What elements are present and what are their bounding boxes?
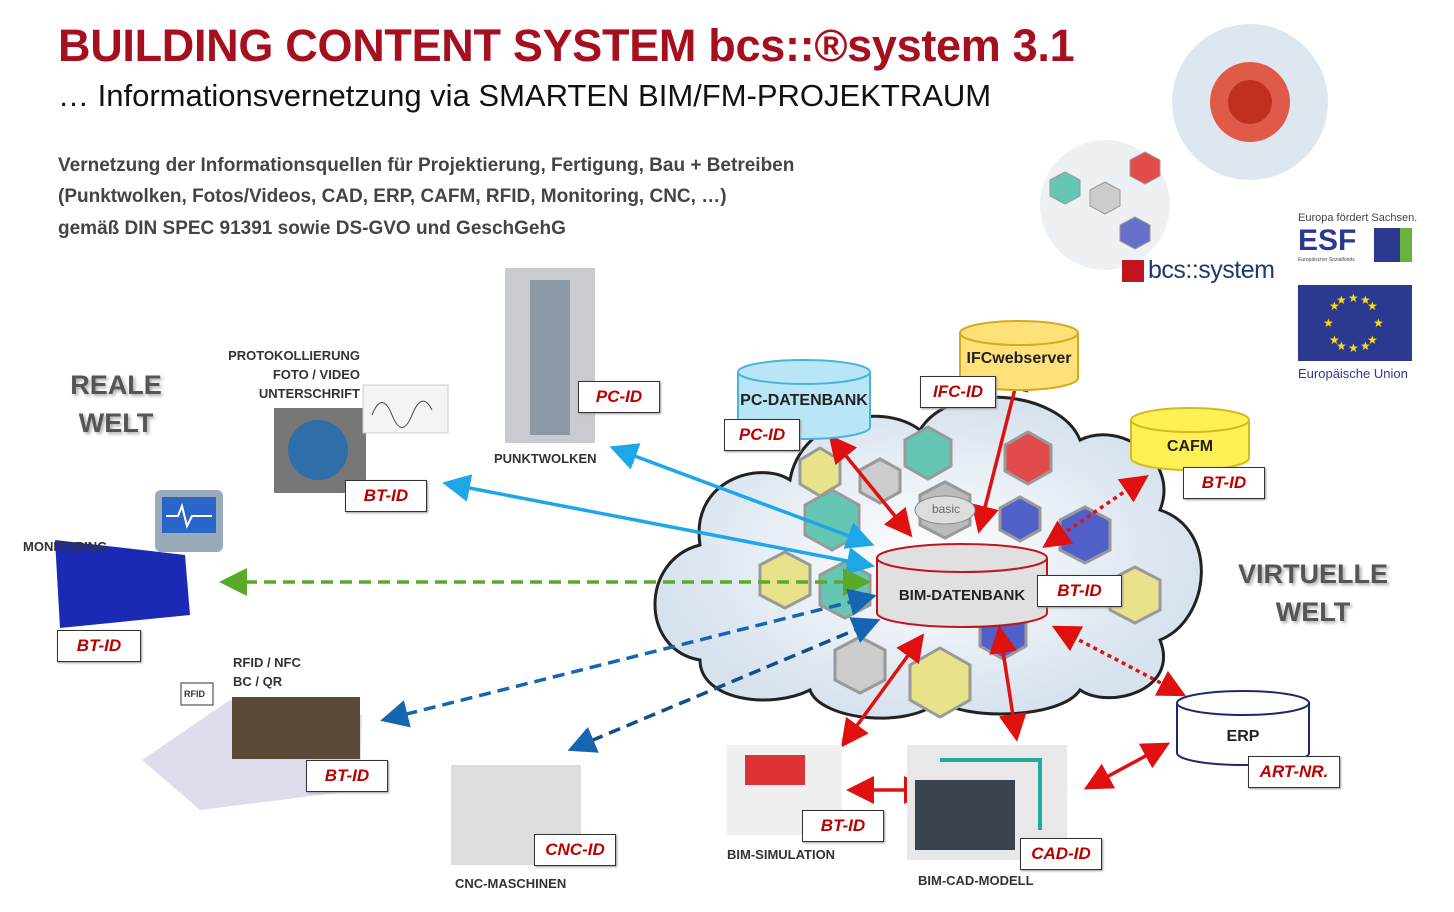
real-world-line: WELT xyxy=(78,408,154,438)
id-tag-ifc: IFC-ID xyxy=(920,376,996,408)
esf-flag xyxy=(1374,228,1412,262)
id-tag-pc-db: PC-ID xyxy=(724,419,800,451)
ifc-shape xyxy=(959,320,1079,391)
arrow-erp xyxy=(1051,625,1187,697)
eu-flag xyxy=(1298,285,1412,361)
caption-protokoll: PROTOKOLLIERUNG FOTO / VIDEO UNTERSCHRIFT xyxy=(200,346,360,403)
cafm-database: CAFM xyxy=(1166,438,1214,455)
caption-line: RFID / NFC xyxy=(233,655,301,670)
esf-tagline: Europa fördert Sachsen. xyxy=(1298,212,1418,224)
arrow-photo xyxy=(442,474,875,575)
caption-line: BC / QR xyxy=(233,674,283,689)
id-tag-rfid: BT-ID xyxy=(306,760,388,792)
eu-stars: ★★★★★★★★★★★★ xyxy=(1323,291,1384,355)
erp-shape xyxy=(1176,690,1310,766)
image-placeholders xyxy=(55,268,1067,865)
caption-rfid: RFID / NFC BC / QR xyxy=(233,653,301,691)
arrow-cnc xyxy=(567,617,881,753)
caption-line: FOTO / VIDEO xyxy=(272,367,360,382)
hex-network-logo xyxy=(1040,140,1170,270)
cylinders xyxy=(737,320,1310,766)
caption-line: UNTERSCHRIFT xyxy=(258,386,360,401)
caption-punktwolken: PUNKTWOLKEN xyxy=(494,451,597,466)
rfid-tag-icon: RFID xyxy=(184,689,205,699)
bim-database: BIM-DATENBANK xyxy=(898,586,1026,604)
arrow-ifc xyxy=(971,362,1029,534)
cloud-center-logo: basic xyxy=(932,502,961,516)
intro-line: gemäß DIN SPEC 91391 sowie DS-GVO und Ge… xyxy=(58,218,566,239)
id-tag-cad: CAD-ID xyxy=(1020,838,1102,870)
id-tag-pointcloud: PC-ID xyxy=(578,381,660,413)
caption-simulation: BIM-SIMULATION xyxy=(727,847,836,862)
id-tag-bim: BT-ID xyxy=(1037,575,1122,607)
arrow-cad-erp xyxy=(1083,742,1171,790)
bcs-logo: bcs::system xyxy=(1148,256,1275,284)
id-tag-photo: BT-ID xyxy=(345,480,427,512)
virtual-world-line: WELT xyxy=(1275,597,1351,627)
id-tag-erp: ART-NR. xyxy=(1248,756,1340,788)
virtual-world-label: VIRTUELLE WELT xyxy=(1233,555,1393,631)
esf-logo: ESF xyxy=(1298,224,1357,257)
caption-cad: BIM-CAD-MODELL xyxy=(918,873,1034,888)
erp-database: ERP xyxy=(1226,728,1260,745)
id-tag-cafm: BT-ID xyxy=(1183,467,1265,499)
arrow-cad xyxy=(989,625,1027,742)
page-title: BUILDING CONTENT SYSTEM bcs::®system 3.1 xyxy=(58,20,1075,71)
virtual-world-line: VIRTUELLE xyxy=(1237,559,1388,589)
real-world-label: REALE WELT xyxy=(56,366,176,442)
page-subtitle: … Informationsvernetzung via SMARTEN BIM… xyxy=(58,78,992,113)
id-tag-cnc: CNC-ID xyxy=(534,834,616,866)
ifc-webserver: IFCwebserver xyxy=(966,350,1072,367)
id-tag-monitoring: BT-ID xyxy=(57,630,141,662)
arrow-pc-db xyxy=(828,434,913,538)
circle-diagram-logo xyxy=(1172,24,1328,180)
pc-database: PC-DATENBANK xyxy=(740,392,868,409)
id-tag-simulation: BT-ID xyxy=(802,810,884,842)
arrow-cafm xyxy=(1042,475,1149,548)
arrow-sim xyxy=(840,633,925,748)
esf-subtitle: Europäischer Sozialfonds xyxy=(1298,257,1355,263)
intro-line: Vernetzung der Informationsquellen für P… xyxy=(58,155,795,176)
caption-cnc: CNC-MASCHINEN xyxy=(455,876,567,891)
bcs-logo-mark xyxy=(1122,260,1144,282)
caption-monitoring: MONITORING xyxy=(23,539,108,554)
bim-shape xyxy=(876,543,1048,628)
real-world-line: REALE xyxy=(70,370,162,400)
caption-line: PROTOKOLLIERUNG xyxy=(228,348,360,363)
intro-line: (Punktwolken, Fotos/Videos, CAD, ERP, CA… xyxy=(58,186,727,207)
eu-label: Europäische Union xyxy=(1298,366,1408,381)
